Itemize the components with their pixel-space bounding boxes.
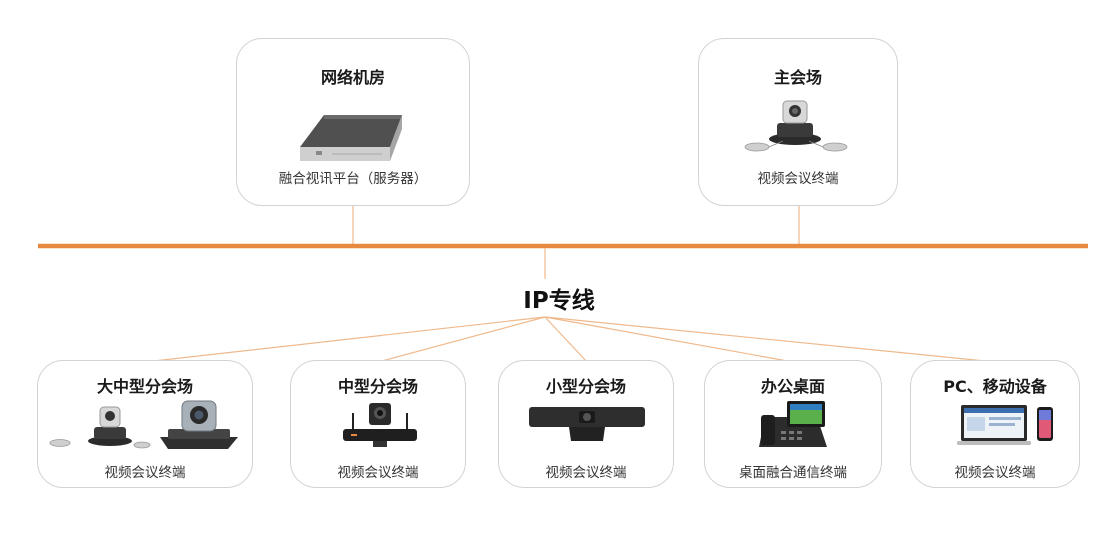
fan-line-1 (144, 316, 546, 363)
node-title: 大中型分会场 (96, 377, 193, 396)
node-caption: 桌面融合通信终端 (739, 465, 847, 481)
node-caption: 视频会议终端 (954, 465, 1036, 481)
laptop-phone-icon (957, 405, 1053, 445)
ptz-camera-pair-icon (49, 400, 238, 449)
node-pc-mobile: PC、移动设备 视频会议终端 (910, 360, 1080, 488)
backbone-label: IP专线 (523, 288, 595, 314)
fan-line-3 (544, 316, 588, 363)
fan-line-5 (544, 316, 996, 363)
camera-codec-bar-icon (343, 403, 417, 447)
fan-line-4 (544, 316, 794, 363)
node-title: 中型分会场 (337, 377, 418, 396)
node-large-branch: 大中型分会场 视频会议终端 (37, 360, 253, 488)
node-caption: 视频会议终端 (104, 465, 186, 481)
desk-video-phone-icon (759, 401, 827, 447)
ptz-camera-with-mics-icon (744, 100, 848, 152)
node-title: 网络机房 (320, 68, 385, 87)
video-bar-icon (529, 407, 645, 441)
node-main-venue: 主会场 视频会议终端 (698, 38, 898, 206)
server-box-icon (300, 115, 402, 161)
node-caption: 视频会议终端 (337, 465, 419, 481)
node-title: 小型分会场 (545, 377, 626, 396)
fan-line-2 (377, 316, 546, 363)
node-caption: 视频会议终端 (545, 465, 627, 481)
node-title: 主会场 (773, 68, 822, 87)
node-caption: 融合视讯平台（服务器） (278, 171, 428, 187)
node-office-desktop: 办公桌面 桌面融合通信终端 (704, 360, 882, 488)
node-title: PC、移动设备 (943, 377, 1047, 396)
node-medium-branch: 中型分会场 视频会议终端 (290, 360, 466, 488)
node-server-room: 网络机房 融合视讯平台（服务器） (236, 38, 470, 206)
node-title: 办公桌面 (760, 377, 825, 396)
node-caption: 视频会议终端 (757, 171, 839, 187)
node-small-branch: 小型分会场 视频会议终端 (498, 360, 674, 488)
